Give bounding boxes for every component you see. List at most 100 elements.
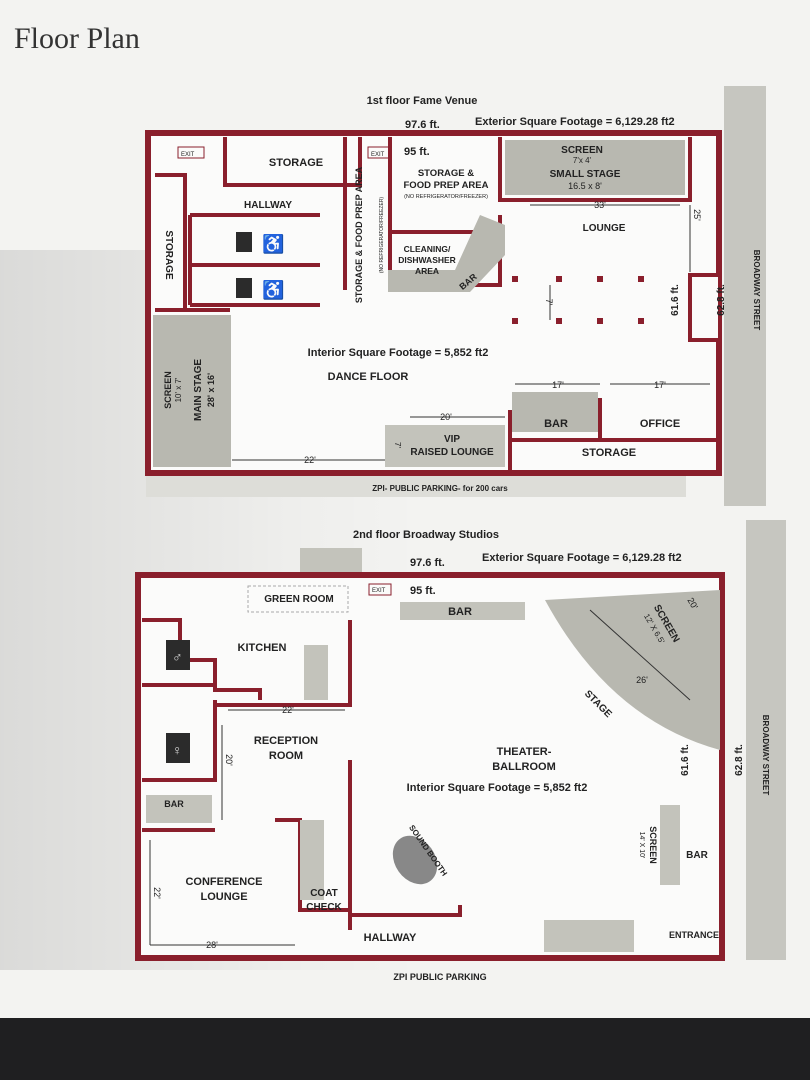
conference-label-1: CONFERENCE [185, 876, 262, 888]
cleaning-label-1: CLEANING/ [404, 244, 451, 254]
floor2-plan: ♂ ♀ 2nd floor Broadway Studios 97.6 ft. … [135, 529, 770, 982]
parking-area-1 [146, 475, 686, 497]
floor1-depth-outer: 62.8 ft. [716, 284, 727, 316]
floor1-inner-width: 95 ft. [404, 146, 430, 158]
exit-sign-3 [368, 583, 392, 596]
reception-label-2: ROOM [269, 750, 303, 762]
cleaning-label-2: DISHWASHER [398, 255, 456, 265]
exit-sign-1 [177, 146, 205, 159]
vip-label-2: RAISED LOUNGE [410, 447, 494, 458]
reception-walls [215, 620, 352, 930]
no-fridge-vertical-label: (NO REFRIGERATOR/FREEZER) [379, 197, 385, 274]
floor1-exterior-sqft: Exterior Square Footage = 6,129.28 ft2 [475, 116, 675, 128]
office-label: OFFICE [640, 418, 680, 430]
restroom-icon-women [166, 733, 190, 763]
storage-top-label: STORAGE [269, 157, 323, 169]
small-stage-shape [505, 140, 685, 195]
floor1-heading: 1st floor Fame Venue [367, 95, 478, 107]
coat-stairs-shape [300, 820, 324, 900]
screen-main-size: 10' x 7' [174, 377, 183, 402]
floor1-street-label: BROADWAY STREET [752, 250, 761, 331]
floor2-depth-inner: 61.6 ft. [680, 744, 691, 776]
conference-label-2: LOUNGE [200, 891, 247, 903]
restroom-walls [188, 213, 320, 307]
food-prep-vertical-label: STORAGE & FOOD PREP AREA [354, 166, 364, 303]
main-stage-shape [153, 315, 231, 467]
office-walls [510, 398, 717, 442]
floor1-plan: ♿ ♿ 1st floor Fame Venue 97.6 ft. Exteri… [145, 95, 761, 493]
dim-20: 20' [440, 412, 452, 422]
screen2-size: 14' X 10' [638, 832, 645, 859]
street-strip-2 [746, 520, 786, 960]
dim-20-reception: 20' [224, 754, 234, 766]
small-stage-size: 16.5 x 8' [568, 181, 602, 191]
bar-top-label: BAR [448, 606, 472, 618]
bar-left-shape [146, 795, 212, 823]
dim-22: 22' [304, 455, 316, 465]
hallway-label: HALLWAY [244, 200, 292, 211]
floor1-parking: ZPI- PUBLIC PARKING- for 200 cars [372, 484, 508, 493]
page-title: Floor Plan [14, 22, 140, 55]
lounge-label: LOUNGE [583, 223, 626, 234]
entrance-label: ENTRANCE [669, 930, 719, 940]
person-icon-1: ♂ [172, 649, 183, 665]
hallway-wall [350, 905, 462, 917]
hallway2-label: HALLWAY [364, 932, 417, 944]
screen-main-label: SCREEN [163, 371, 173, 409]
theater-label-1: THEATER- [497, 746, 552, 758]
entrance-stairs-shape [544, 920, 634, 952]
vip-lounge-shape [385, 425, 505, 467]
floor2-exterior-sqft: Exterior Square Footage = 6,129.28 ft2 [482, 552, 682, 564]
dim-7b: 7' [393, 442, 402, 448]
bar-left-label: BAR [164, 799, 184, 809]
dim-17b: 17' [654, 380, 666, 390]
stage-shape [545, 590, 720, 750]
restroom-icon-1 [236, 232, 252, 252]
person-icon-2: ♀ [172, 742, 183, 758]
storage-left-label: STORAGE [163, 230, 174, 280]
storage-bottom-label: STORAGE [582, 447, 636, 459]
floor1-interior-sqft: Interior Square Footage = 5,852 ft2 [308, 347, 489, 359]
vip-label-1: VIP [444, 434, 460, 445]
floor1-width: 97.6 ft. [405, 119, 440, 131]
main-stage-label: MAIN STAGE [193, 359, 204, 421]
dim-7: 7' [544, 299, 554, 306]
bar-right2-label: BAR [686, 850, 708, 861]
storage-top-walls [223, 137, 362, 187]
food-prep-label-1: STORAGE & [418, 168, 474, 179]
floor1-exit1: EXIT [181, 152, 195, 158]
no-fridge-label: (NO REFRIGERATOR/FREEZER) [404, 194, 488, 200]
main-stage-size: 28' x 16' [206, 373, 216, 407]
sound-booth-shape [392, 835, 438, 885]
restroom-icon-men [166, 640, 190, 670]
accessible-icon-2: ♿ [262, 279, 284, 300]
floor2-width: 97.6 ft. [410, 557, 445, 569]
dim-25: 25' [692, 209, 702, 221]
coat-check-label-1: COAT [310, 888, 338, 899]
street-strip-1 [724, 86, 766, 506]
bar-right-label: BAR [544, 418, 568, 430]
coat-check-label-2: CHECK [306, 902, 342, 913]
green-room-label: GREEN ROOM [264, 594, 333, 605]
dance-floor-label: DANCE FLOOR [328, 371, 409, 383]
table-surface [0, 1018, 810, 1080]
floor1-bump [688, 273, 722, 342]
dim-26: 26' [636, 675, 648, 685]
restroom-icon-2 [236, 278, 252, 298]
kitchen-label: KITCHEN [238, 642, 287, 654]
accessible-icon-1: ♿ [262, 233, 284, 254]
screen-top-label: SCREEN [561, 145, 603, 156]
stair-top-shape [300, 548, 362, 574]
floor1-depth-inner: 61.6 ft. [670, 284, 681, 316]
dim-28: 28' [206, 940, 218, 950]
dim-22-side: 22' [152, 887, 162, 899]
curved-bar-shape [388, 215, 505, 292]
reception-label-1: RECEPTION [254, 735, 318, 747]
left-storage-walls [155, 173, 230, 312]
floor2-depth-outer: 62.8 ft. [734, 744, 745, 776]
dim-17a: 17' [552, 380, 564, 390]
screen-top-size: 7'x 4' [573, 156, 592, 165]
exit-sign-2 [367, 146, 391, 159]
floor2-interior-sqft: Interior Square Footage = 5,852 ft2 [407, 782, 588, 794]
